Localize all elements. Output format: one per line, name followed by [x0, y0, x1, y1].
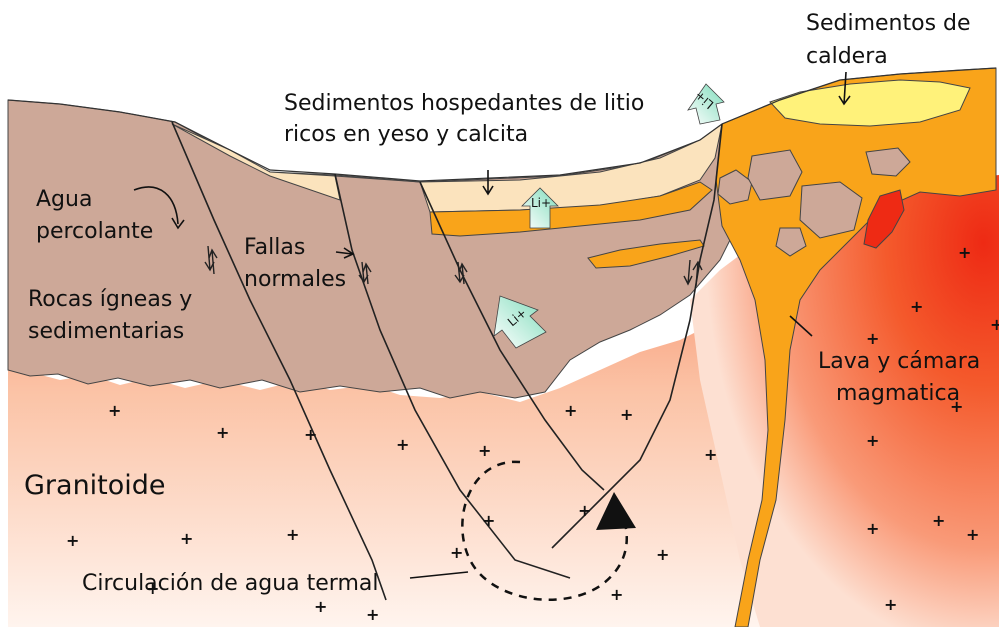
svg-text:+: +	[450, 543, 463, 562]
svg-text:+: +	[620, 405, 633, 424]
label-thermal-water: Circulación de agua termal	[82, 571, 378, 596]
label-granitoid: Granitoide	[24, 470, 166, 501]
label-igneous-rocks-1: Rocas ígneas y	[28, 287, 192, 312]
svg-text:+: +	[314, 597, 327, 616]
label-lava-chamber-1: Lava y cámara	[818, 349, 980, 374]
svg-text:+: +	[286, 525, 299, 544]
label-igneous-rocks-2: sedimentarias	[28, 319, 184, 344]
svg-text:+: +	[866, 329, 879, 348]
svg-text:+: +	[366, 605, 379, 624]
svg-text:+: +	[866, 431, 879, 450]
label-caldera-sediments-1: Sedimentos de	[806, 11, 971, 36]
label-host-sediments-1: Sedimentos hospedantes de litio	[284, 91, 644, 116]
svg-text:+: +	[932, 511, 945, 530]
svg-text:+: +	[910, 297, 923, 316]
svg-text:+: +	[884, 595, 897, 614]
svg-text:+: +	[478, 441, 491, 460]
svg-text:+: +	[304, 425, 317, 444]
svg-text:+: +	[610, 585, 623, 604]
label-percolating-water-1: Agua	[36, 187, 92, 212]
svg-text:+: +	[958, 243, 971, 262]
svg-text:+: +	[216, 423, 229, 442]
svg-text:+: +	[108, 401, 121, 420]
li-arrow-3: Li+	[688, 84, 724, 124]
label-normal-faults-2: normales	[244, 267, 346, 292]
label-host-sediments-2: ricos en yeso y calcita	[284, 122, 528, 147]
svg-text:+: +	[578, 501, 591, 520]
li-arrow-label-1: Li+	[531, 196, 551, 210]
svg-text:+: +	[990, 315, 999, 334]
svg-text:+: +	[396, 435, 409, 454]
svg-text:+: +	[966, 525, 979, 544]
label-normal-faults-1: Fallas	[244, 235, 305, 260]
label-lava-chamber-2: magmatica	[836, 381, 960, 406]
svg-text:+: +	[866, 519, 879, 538]
svg-text:+: +	[704, 445, 717, 464]
svg-text:+: +	[482, 511, 495, 530]
svg-text:+: +	[656, 545, 669, 564]
label-caldera-sediments-2: caldera	[806, 44, 888, 69]
label-percolating-water-2: percolante	[36, 219, 153, 244]
svg-text:+: +	[564, 401, 577, 420]
svg-text:+: +	[180, 529, 193, 548]
svg-text:+: +	[66, 531, 79, 550]
